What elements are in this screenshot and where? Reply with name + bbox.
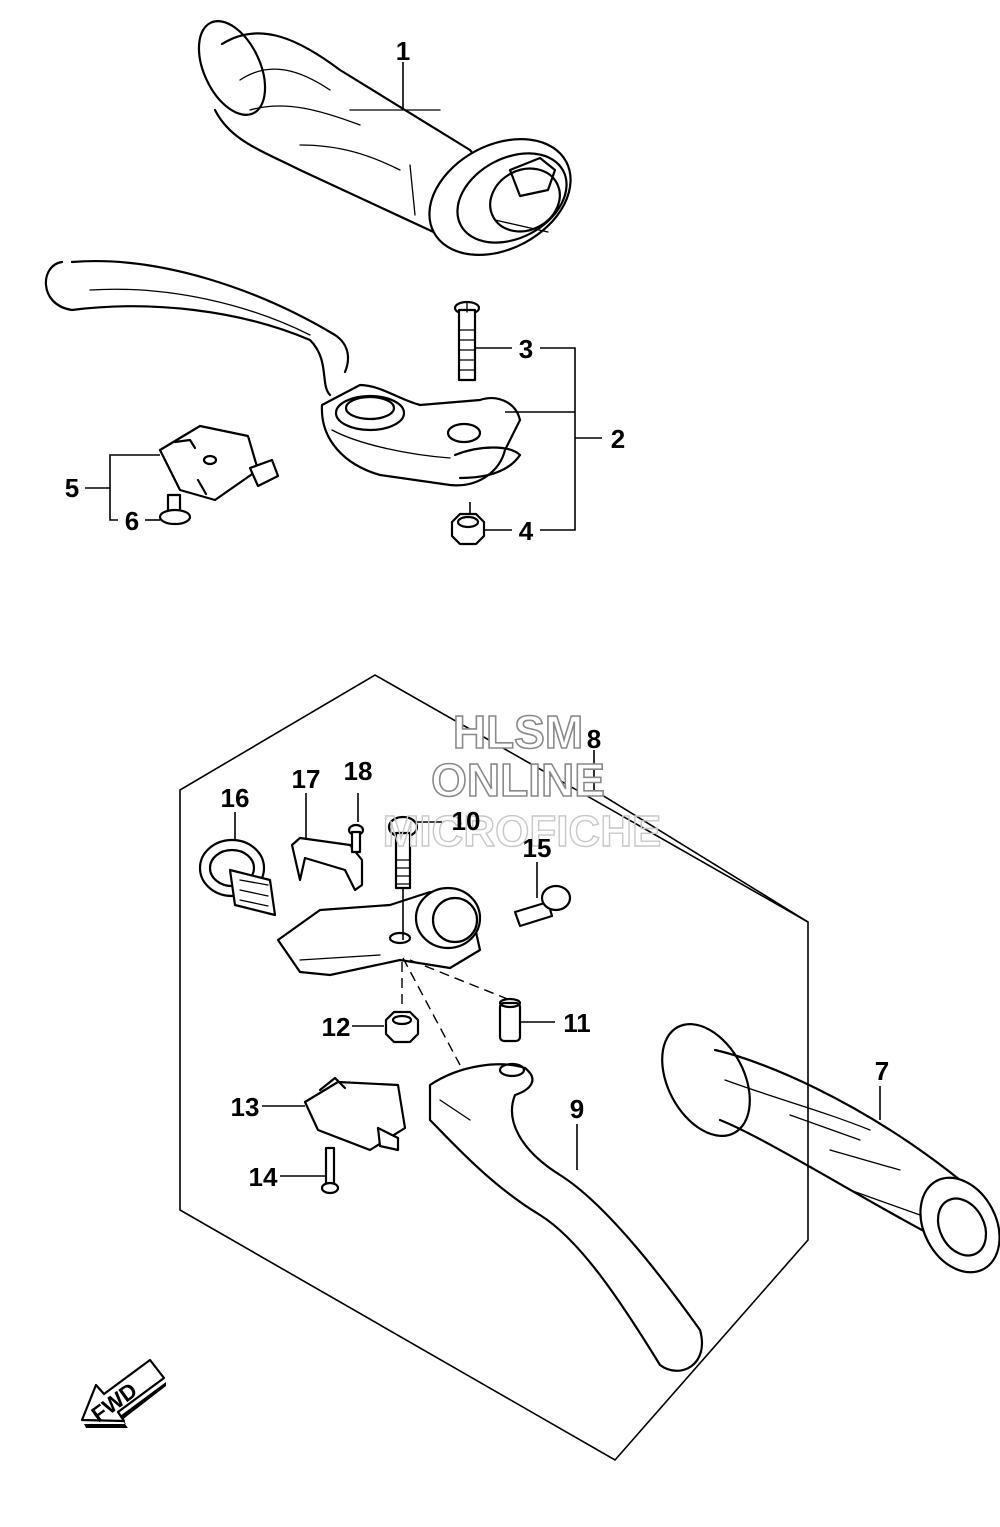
upper-leader-lines [85,62,602,531]
callout-3: 3 [519,334,533,364]
callout-10: 10 [452,806,481,836]
callout-14: 14 [249,1162,278,1192]
kit-boundary [179,674,809,1462]
callout-15: 15 [523,833,552,863]
clip-part-17 [290,836,364,892]
callout-17: 17 [292,764,321,794]
pivot-bolt-part-3 [453,300,481,382]
nut-part-4 [450,512,486,546]
watermark: HLSM ONLINE MICROFICHE [382,705,662,857]
callout-13: 13 [231,1092,260,1122]
callout-labels: 1 2 3 4 5 6 7 8 9 10 11 12 13 14 15 16 1… [65,36,889,1192]
screw-part-6 [158,493,192,526]
svg-text:HLSM: HLSM [453,706,583,758]
svg-text:ONLINE: ONLINE [431,754,605,806]
brake-switch-part-5 [158,424,280,502]
callout-4: 4 [519,516,534,546]
lower-leader-lines [234,750,881,1177]
callout-9: 9 [570,1094,584,1124]
callout-12: 12 [322,1012,351,1042]
callout-16: 16 [221,783,250,813]
fwd-arrow-icon: FWD [80,1358,166,1428]
nut-part-12 [384,1010,420,1044]
callout-18: 18 [344,756,373,786]
handlebar-grip-part-7 [661,1023,1000,1274]
brake-lever-part-2 [44,260,522,487]
screw-part-18 [347,823,365,854]
lever-holder-part-8 [276,886,482,977]
svg-text:MICROFICHE: MICROFICHE [383,807,662,856]
callout-8: 8 [587,724,601,754]
callout-5: 5 [65,473,79,503]
callout-11: 11 [563,1008,591,1038]
callout-7: 7 [875,1056,889,1086]
callout-1: 1 [396,36,410,66]
adjuster-part-16 [198,838,277,917]
pivot-bolt-part-10 [387,815,419,890]
throttle-grip-part-1 [197,20,572,256]
callout-6: 6 [125,506,139,536]
callout-2: 2 [611,424,625,454]
clutch-switch-part-13 [303,1076,407,1152]
screw-part-14 [320,1146,340,1195]
bolt-part-15 [513,884,572,928]
bushing-part-11 [498,997,522,1043]
clutch-lever-part-9 [428,1062,703,1372]
